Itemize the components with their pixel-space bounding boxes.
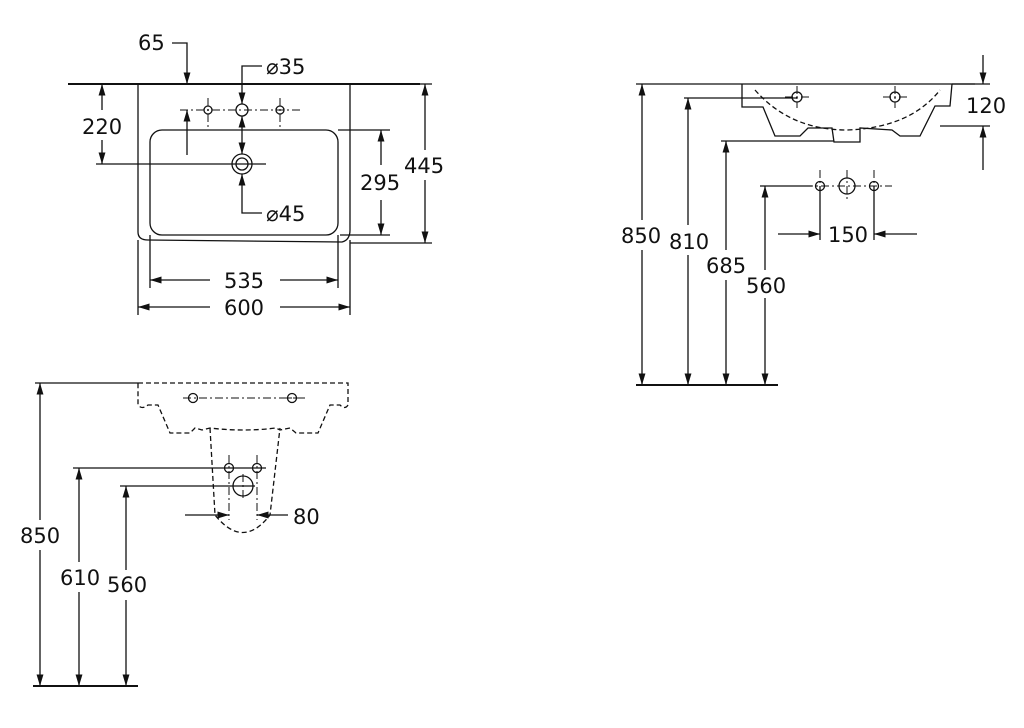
dim-600-label: 600 [224,296,264,320]
top-view: 65 ⌀35 ⌀45 220 295 445 535 600 [68,31,444,320]
front-view-pedestal: 850 610 560 80 [20,382,349,687]
front-80-label: 80 [293,505,320,529]
dim-65-label: 65 [138,31,165,55]
side-150-label: 150 [828,223,868,247]
dim-445-label: 445 [404,154,444,178]
dim-295-label: 295 [360,171,400,195]
side-view: 850 810 685 560 120 150 [621,55,1006,386]
side-685-label: 685 [706,254,746,278]
dim-tap-hole-label: ⌀35 [266,55,305,79]
dim-drain-hole-label: ⌀45 [266,202,305,226]
side-560-label: 560 [746,274,786,298]
front-850-label: 850 [20,524,60,548]
side-810-label: 810 [669,230,709,254]
bowl-outline [149,129,339,236]
dim-220-label: 220 [82,115,122,139]
front-560-label: 560 [107,573,147,597]
side-850-label: 850 [621,224,661,248]
front-610-label: 610 [60,566,100,590]
side-120-label: 120 [966,94,1006,118]
dim-535-label: 535 [224,269,264,293]
basin-outline [137,84,351,243]
